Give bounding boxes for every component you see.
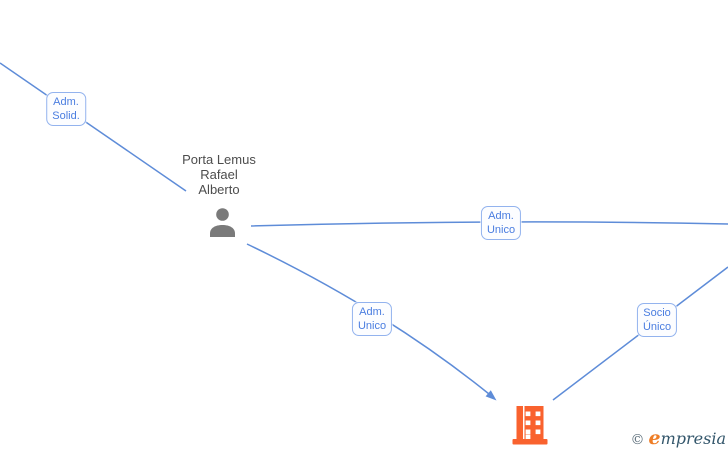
person-name-label: Porta Lemus Rafael Alberto [159,152,279,197]
edge-label-adm-solid[interactable]: Adm. Solid. [46,92,86,126]
edge-label-line: Unico [486,224,516,236]
edge-label-line: Solid. [52,110,80,122]
edge-label-line: Unico [357,320,387,332]
edge-arrowhead-icon [485,390,497,401]
brand-logo-initial: e [648,427,661,449]
edge-label-adm-unico-right[interactable]: Adm. Unico [480,206,522,240]
brand-logo-text: mpresia [660,429,726,448]
person-name-line: Alberto [198,182,240,197]
edge-label-line: Socio [643,307,671,319]
edge-label-line: Adm. [488,210,514,222]
edge-label-adm-unico-company[interactable]: Adm. Unico [351,302,393,336]
node-company[interactable] [509,402,551,448]
edge-label-line: Adm. [53,96,79,108]
edge-label-line: Único [642,321,672,333]
copyright-symbol: © [630,432,645,448]
person-icon[interactable] [208,206,238,238]
person-name-line: Porta Lemus [182,152,256,167]
edge-adm-solid-line [0,62,187,192]
watermark-logo: © e mpresia [631,427,727,449]
building-icon [512,406,548,445]
person-name-line: Rafael [200,167,238,182]
edge-label-socio-unico[interactable]: Socio Único [636,303,678,337]
edge-label-line: Adm. [359,306,385,318]
